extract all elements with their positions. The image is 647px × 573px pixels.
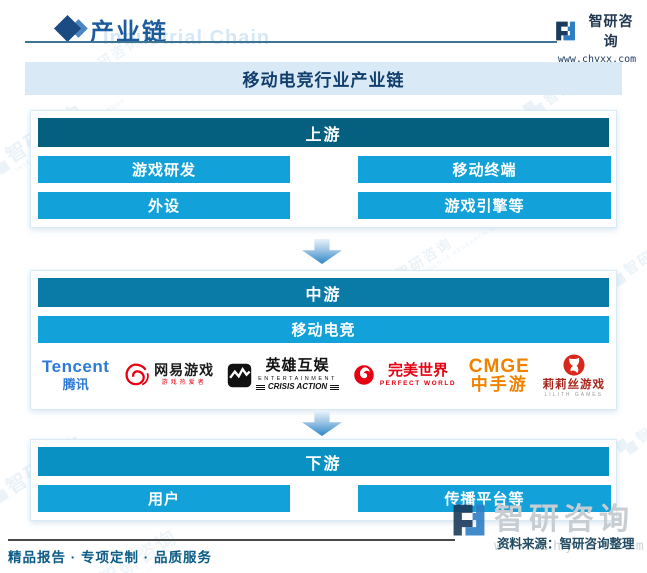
downstream-item-users: 用户 xyxy=(38,485,290,512)
hero-logo-tagline: CRISIS ACTION xyxy=(255,381,340,392)
zhiyan-logo-icon xyxy=(556,21,575,41)
downstream-section: 下游 用户 传播平台等 xyxy=(30,439,617,521)
banner-title: 移动电竞行业产业链 xyxy=(242,71,405,90)
netease-games-logo: 网易游戏 游戏热爱者 xyxy=(122,361,214,389)
header-divider xyxy=(25,41,557,43)
midstream-item-label: 移动电竞 xyxy=(291,322,356,339)
tencent-logo: Tencent 腾讯 xyxy=(42,357,110,392)
footer-brand-url: www.chyxx.com xyxy=(494,539,647,554)
upstream-section: 上游 游戏研发 移动终端 外设 游戏引擎等 xyxy=(30,110,617,228)
perfect-world-icon xyxy=(354,365,374,385)
perfect-world-logo: 完美世界 PERFECT WORLD xyxy=(352,361,457,388)
upstream-item-game-engine: 游戏引擎等 xyxy=(358,192,611,219)
cmge-logo-en: CMGE xyxy=(468,355,530,377)
netease-logo-text: 网易游戏 xyxy=(154,362,215,378)
upstream-item-mobile-terminal: 移动终端 xyxy=(358,156,611,183)
down-arrow-icon xyxy=(302,411,342,436)
upstream-item-peripherals: 外设 xyxy=(38,192,290,219)
footer-tagline: 精品报告 · 专项定制 · 品质服务 xyxy=(8,550,212,565)
midstream-item-mobile-esports: 移动电竞 xyxy=(38,316,609,343)
section-diamond-icon xyxy=(54,15,90,43)
lilith-games-logo: 莉莉丝游戏 LILITH GAMES xyxy=(542,352,605,398)
downstream-item-label: 用户 xyxy=(147,491,180,508)
hero-tagline-text: CRISIS ACTION xyxy=(267,381,328,391)
upstream-item-label: 游戏引擎等 xyxy=(444,198,525,215)
company-logos-row: Tencent 腾讯 网易游戏 游戏热爱者 xyxy=(38,347,609,403)
netease-logo-slogan: 游戏热爱者 xyxy=(161,380,207,387)
downstream-item-platforms: 传播平台等 xyxy=(358,485,611,512)
upstream-item-game-rd: 游戏研发 xyxy=(38,156,290,183)
downstream-header-label: 下游 xyxy=(305,455,342,473)
perfect-world-sub: PERFECT WORLD xyxy=(379,380,457,388)
downstream-item-label: 传播平台等 xyxy=(444,491,525,508)
midstream-section: 中游 移动电竞 Tencent 腾讯 网易游戏 游戏热爱者 xyxy=(30,270,617,410)
upstream-header: 上游 xyxy=(38,118,609,147)
footer-divider xyxy=(8,539,455,541)
hero-logo-text: 英雄互娱 xyxy=(265,357,330,375)
cmge-logo: CMGE 中手游 xyxy=(469,357,530,394)
upstream-item-label: 外设 xyxy=(147,198,180,215)
perfect-world-text: 完美世界 xyxy=(387,361,448,379)
background-watermark: 智研咨询 xyxy=(613,396,647,460)
watermark-text: 智研咨询 xyxy=(621,229,647,279)
netease-flame-icon xyxy=(125,363,149,386)
upstream-header-label: 上游 xyxy=(305,126,342,144)
downstream-header: 下游 xyxy=(38,447,609,476)
hero-entertainment-logo: 英雄互娱 ENTERTAINMENT CRISIS ACTION xyxy=(227,357,340,392)
brand-url: www.chyxx.com xyxy=(557,54,637,65)
brand-watermark-icon xyxy=(614,434,639,459)
data-source-note: 资料来源：智研咨询整理 xyxy=(497,537,635,551)
lilith-logo-text: 莉莉丝游戏 xyxy=(542,378,605,391)
tencent-logo-en: Tencent xyxy=(42,357,110,376)
brand-name: 智研咨询 xyxy=(588,13,634,49)
page-title-english-ghost: Industrial Chain xyxy=(103,27,271,49)
lilith-logo-sub: LILITH GAMES xyxy=(544,391,603,398)
upstream-item-label: 移动终端 xyxy=(452,162,517,179)
tencent-logo-cn: 腾讯 xyxy=(62,376,89,392)
watermark-text: 智研咨询 xyxy=(633,397,647,447)
zhiyan-logo-icon xyxy=(453,504,485,536)
footer-brand-watermark: 智研咨询 www.chyxx.com xyxy=(450,501,647,554)
footer-brand-name: 智研咨询 xyxy=(494,503,634,536)
brand-block: 智研咨询 www.chyxx.com xyxy=(554,11,640,65)
hero-entertainment-icon xyxy=(227,363,252,387)
lilith-fox-icon xyxy=(563,354,585,376)
banner: 移动电竞行业产业链 xyxy=(25,62,622,95)
midstream-header: 中游 xyxy=(38,278,609,307)
midstream-header-label: 中游 xyxy=(305,286,342,304)
upstream-item-label: 游戏研发 xyxy=(131,162,196,179)
down-arrow-icon xyxy=(302,239,342,264)
cmge-logo-cn: 中手游 xyxy=(470,374,528,394)
hero-logo-sub: ENTERTAINMENT xyxy=(258,375,337,382)
